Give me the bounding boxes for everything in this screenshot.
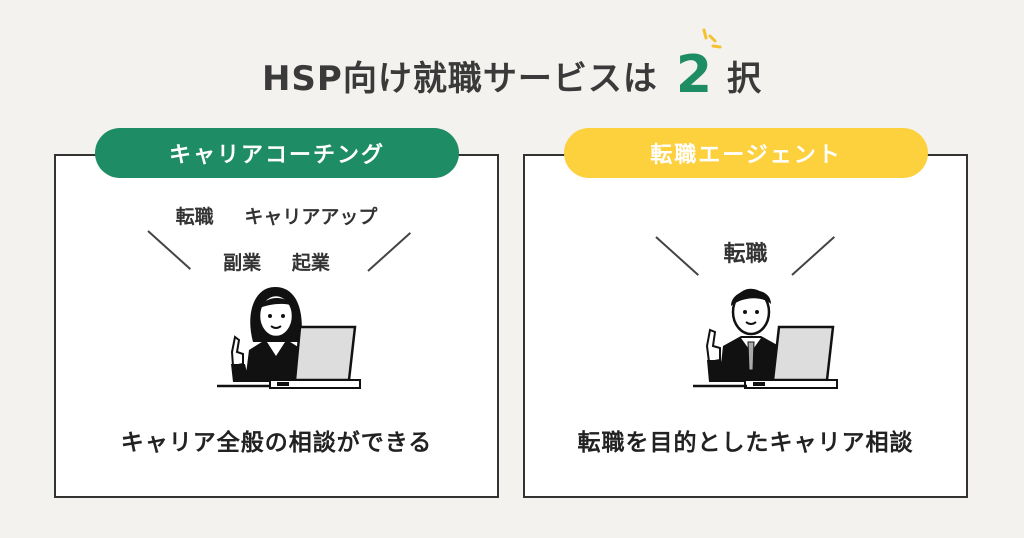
label-career-coaching: キャリアコーチング [95, 128, 459, 178]
woman-at-laptop-icon [217, 287, 361, 389]
description-job-agent: 転職を目的としたキャリア相談 [577, 430, 914, 456]
title-number: 2 [675, 45, 714, 105]
tags-row-2: 副業 起業 [54, 248, 499, 275]
tag: 転職 [175, 206, 214, 228]
label-job-agent: 転職エージェント [564, 128, 928, 178]
description-career-coaching: キャリア全般の相談ができる [120, 430, 433, 456]
tag: 起業 [291, 252, 330, 274]
sparkle-icon [702, 28, 722, 49]
title-prefix: HSP向け就職サービスは [261, 58, 658, 99]
tag: 転職 [723, 242, 768, 267]
man-at-laptop-icon [693, 288, 838, 389]
tag: 副業 [223, 252, 262, 274]
title-suffix: 択 [727, 58, 763, 99]
tags-row-1: 転職 キャリアアップ [54, 202, 499, 229]
page-title: HSP向け就職サービスは 2 択 [0, 40, 1024, 110]
tag: キャリアアップ [244, 206, 378, 228]
tags-row-1: 転職 [523, 236, 968, 268]
